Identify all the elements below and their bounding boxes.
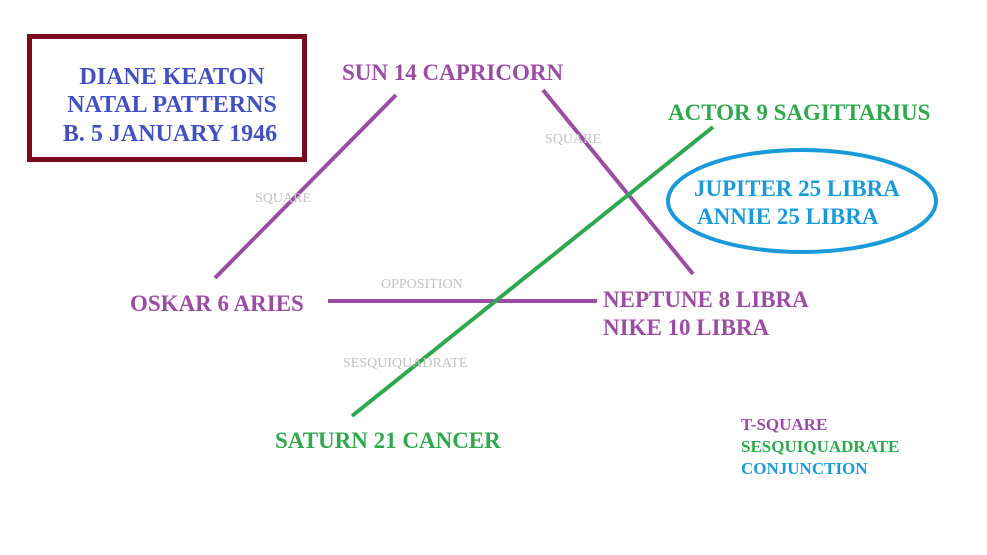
point-jupiter: JUPITER 25 LIBRA — [694, 176, 900, 201]
legend-conjunction: CONJUNCTION — [741, 459, 868, 478]
aspect-label-square-left: SQUARE — [255, 191, 311, 206]
point-nike: NIKE 10 LIBRA — [603, 315, 770, 340]
point-annie: ANNIE 25 LIBRA — [697, 204, 879, 229]
legend-tsquare: T-SQUARE — [741, 415, 827, 434]
title-box — [27, 34, 307, 162]
legend-sesquiquadrate: SESQUIQUADRATE — [741, 437, 899, 456]
aspect-label-sesquiquadrate: SESQUIQUADRATE — [343, 356, 467, 371]
title-line-2: NATAL PATTERNS — [67, 92, 277, 118]
point-actor: ACTOR 9 SAGITTARIUS — [668, 100, 930, 125]
point-oskar: OSKAR 6 ARIES — [130, 291, 304, 316]
aspect-label-square-right: SQUARE — [545, 132, 601, 147]
title-line-1: DIANE KEATON — [79, 64, 265, 90]
title-line-3: B. 5 JANUARY 1946 — [63, 121, 277, 147]
conjunction-ellipse — [666, 148, 938, 254]
point-saturn: SATURN 21 CANCER — [275, 428, 501, 453]
aspect-label-opposition: OPPOSITION — [381, 277, 463, 292]
point-sun: SUN 14 CAPRICORN — [342, 60, 563, 85]
square-line-sun-neptune — [541, 88, 695, 276]
square-line-sun-oskar — [213, 93, 398, 280]
point-neptune: NEPTUNE 8 LIBRA — [603, 287, 809, 312]
sesquiquadrate-line-actor-saturn — [350, 125, 715, 418]
